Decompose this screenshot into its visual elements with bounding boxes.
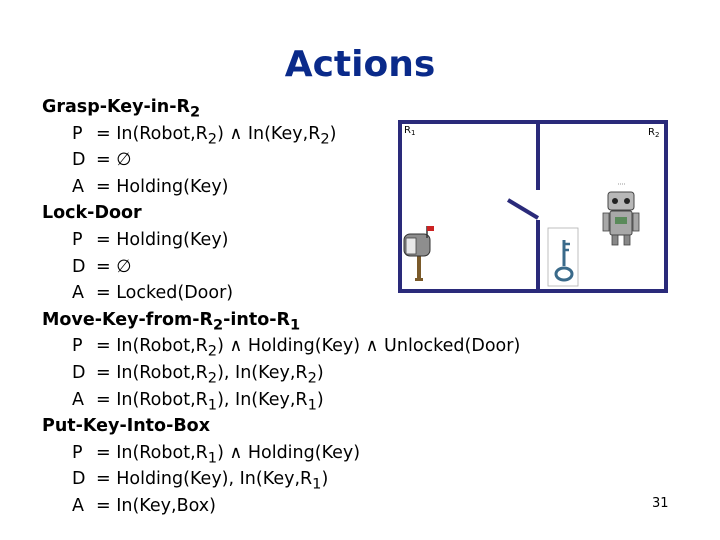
line-text: Put-Key-Into-Box (42, 416, 210, 437)
subscript: 1 (307, 396, 317, 414)
line-text: = Holding(Key) (96, 176, 229, 197)
line-text: ), In(Key,R (217, 389, 308, 410)
subscript: 2 (307, 369, 317, 387)
line-text: = In(Robot,R (96, 123, 208, 144)
line-text: = In(Robot,R (96, 362, 208, 383)
room-walls (398, 120, 668, 293)
line-text: ), In(Key,R (217, 362, 308, 383)
room-diagram: R1 R2 (398, 120, 668, 293)
condition-line: A = Locked(Door) (42, 280, 520, 307)
line-text: ) (316, 389, 324, 410)
line-text: ) (329, 123, 337, 144)
condition-key: A (72, 495, 84, 516)
action-name: Lock-Door (42, 200, 520, 227)
condition-key: D (72, 469, 86, 490)
line-text: = In(Key,Box) (96, 495, 216, 516)
condition-key: P (72, 229, 83, 250)
condition-key: D (72, 150, 86, 171)
condition-line: D = ∅ (42, 147, 520, 174)
line-text: = In(Robot,R (96, 389, 208, 410)
line-text: = In(Robot,R (96, 442, 208, 463)
line-text: ) ∧ Holding(Key) ∧ Unlocked(Door) (217, 336, 521, 357)
subscript: 2 (213, 316, 224, 334)
line-text: Grasp-Key-in-R (42, 97, 190, 117)
subscript: 1 (207, 396, 218, 414)
subscript: 2 (207, 130, 218, 148)
door (506, 198, 540, 220)
subscript: 1 (207, 449, 218, 467)
line-text: = In(Robot,R (96, 336, 208, 357)
condition-line: D= In(Robot,R2), In(Key,R2) (42, 360, 520, 387)
slide-title: Actions (284, 44, 436, 85)
condition-line: P = In(Robot,R2) ∧ Holding(Key) ∧ Unlocke… (42, 333, 520, 360)
action-name: Put-Key-Into-Box (42, 413, 520, 440)
subscript: 1 (312, 475, 322, 493)
subscript: 1 (290, 316, 301, 334)
line-text: ) ∧ Holding(Key) (217, 442, 361, 463)
mailbox-icon (403, 226, 434, 281)
key-icon (547, 227, 579, 287)
condition-line: A= In(Robot,R1), In(Key,R1) (42, 387, 520, 414)
condition-key: P (72, 442, 83, 463)
condition-key: A (72, 389, 84, 410)
condition-line: P = In(Robot,R1) ∧ Holding(Key) (42, 440, 520, 467)
subscript: 2 (207, 342, 218, 360)
condition-line: P = Holding(Key) (42, 227, 520, 254)
condition-line: A = Holding(Key) (42, 174, 520, 201)
line-text: -into-R (223, 309, 291, 330)
condition-key: A (72, 176, 84, 197)
condition-key: P (72, 123, 83, 144)
condition-line: P= In(Robot,R2) ∧ In(Key,R2) (42, 121, 520, 148)
condition-key: D (72, 256, 86, 277)
line-text: Move-Key-from-R (42, 309, 214, 330)
condition-key: D (72, 362, 86, 383)
page-number: 31 (652, 496, 669, 511)
line-text: ) (321, 469, 329, 490)
line-text: = ∅ (96, 256, 132, 277)
action-name: Move-Key-from-R2-into-R1 (42, 307, 520, 334)
room-label-r1: R1 (404, 125, 415, 137)
line-text: ) ∧ In(Key,R (217, 123, 321, 144)
line-text: = Holding(Key), In(Key,R (96, 469, 313, 490)
room-label-r2: R2 (648, 127, 659, 139)
subscript: 2 (207, 369, 218, 387)
line-text: ) (316, 362, 324, 383)
line-text: = Locked(Door) (96, 283, 234, 304)
line-text: = Holding(Key) (96, 229, 229, 250)
subscript: 2 (320, 130, 330, 148)
line-text: = ∅ (96, 150, 132, 171)
condition-line: A = In(Key,Box) (42, 493, 520, 520)
condition-key: P (72, 336, 83, 357)
condition-line: D = ∅ (42, 254, 520, 281)
robot-icon (602, 183, 640, 246)
action-name: Grasp-Key-in-R2 (42, 94, 520, 121)
subscript: 2 (190, 103, 201, 121)
condition-key: A (72, 283, 84, 304)
condition-line: D = Holding(Key), In(Key,R1) (42, 466, 520, 493)
line-text: Lock-Door (42, 203, 142, 224)
